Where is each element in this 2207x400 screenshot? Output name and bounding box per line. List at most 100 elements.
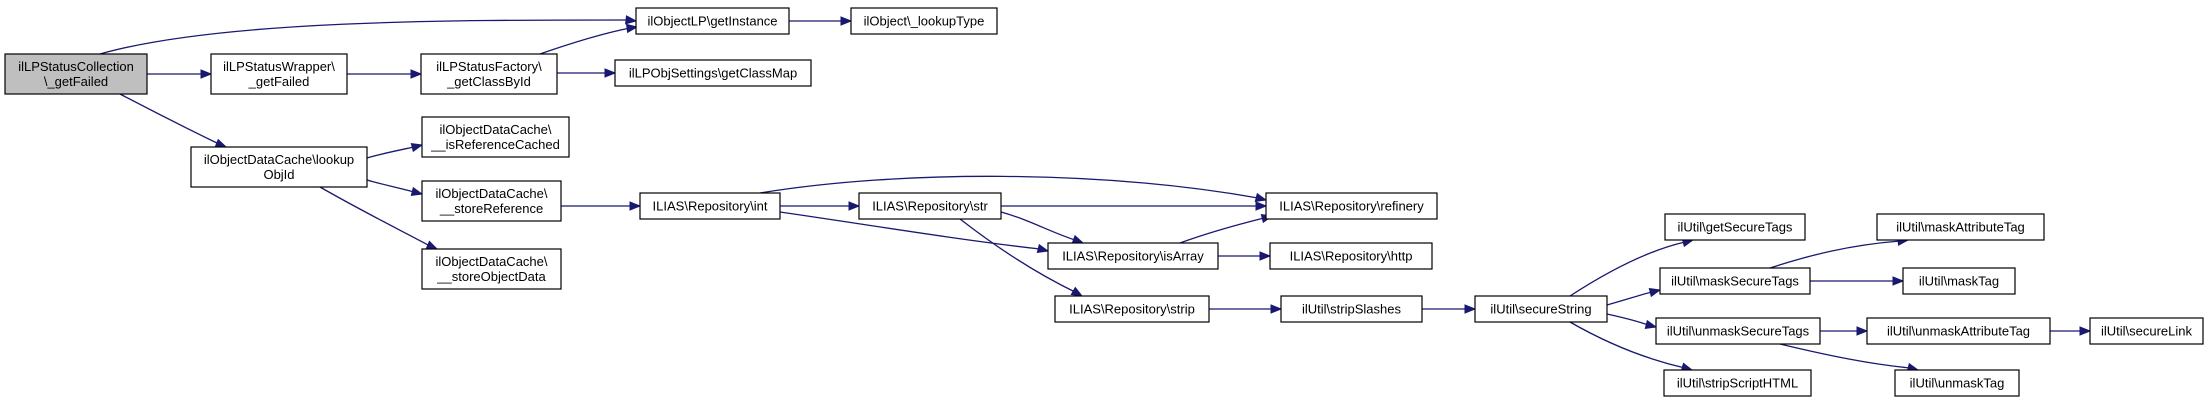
edge-unmasksecuretags-to-unmasktag <box>1779 343 1920 373</box>
node-box <box>1663 369 1812 397</box>
node-masktag[interactable]: ilUtil\maskTag <box>1902 267 2016 295</box>
node-label: ILIAS\Repository\str <box>872 199 988 214</box>
edge-wrapper-to-factory <box>347 69 423 79</box>
node-label: __isReferenceCached <box>430 137 560 152</box>
node-maskattr[interactable]: ilUtil\maskAttributeTag <box>1876 213 2045 241</box>
node-securestring[interactable]: ilUtil\secureString <box>1474 295 1608 323</box>
node-isrefcached[interactable]: ilObjectDataCache\__isReferenceCached <box>421 116 570 158</box>
node-int[interactable]: ILIAS\Repository\int <box>639 192 781 220</box>
node-label: ilUtil\unmaskAttributeTag <box>1887 324 2030 339</box>
node-label: ilUtil\unmaskSecureTags <box>1667 324 1810 339</box>
edge-arrowhead <box>1464 304 1477 314</box>
node-box <box>1659 267 1811 295</box>
edge-arrowhead <box>625 23 639 34</box>
node-strip[interactable]: ILIAS\Repository\strip <box>1054 295 1210 323</box>
edge-line <box>779 211 1041 250</box>
edge-securestring-to-masksecuretags <box>1606 287 1662 306</box>
edge-arrowhead <box>200 69 213 79</box>
edge-unmaskattr-to-securelink <box>2050 326 2092 336</box>
node-unmaskattr[interactable]: ilUtil\unmaskAttributeTag <box>1866 317 2051 345</box>
node-classmap[interactable]: ilLPObjSettings\getClassMap <box>614 59 812 87</box>
call-edges <box>99 15 2092 373</box>
node-label: ilUtil\unmaskTag <box>1910 376 2005 391</box>
edge-arrowhead <box>1270 304 1283 314</box>
node-label: ObjId <box>263 167 294 182</box>
node-masksecuretags[interactable]: ilUtil\maskSecureTags <box>1659 267 1811 295</box>
node-box <box>1655 317 1821 345</box>
node-http[interactable]: ILIAS\Repository\http <box>1269 242 1433 270</box>
node-label: ilObject\_lookupType <box>864 14 985 29</box>
edge-masksecuretags-to-masktag <box>1810 276 1905 286</box>
edge-line <box>539 27 631 55</box>
edge-stripslashes-to-securestring <box>1422 304 1477 314</box>
node-label: ilLPStatusFactory\ <box>436 59 542 74</box>
node-unmasksecuretags[interactable]: ilUtil\unmaskSecureTags <box>1655 317 1821 345</box>
edge-arrowhead <box>629 201 642 211</box>
edge-arrowhead <box>1892 276 1905 286</box>
node-lookuptype[interactable]: ilObject\_lookupType <box>850 7 998 35</box>
edge-line <box>959 218 1076 293</box>
node-wrapper[interactable]: ilLPStatusWrapper\_getFailed <box>210 53 348 95</box>
node-label: _getClassById <box>446 74 531 89</box>
edge-line <box>366 179 415 193</box>
node-label: ILIAS\Repository\http <box>1290 249 1413 264</box>
node-isarray[interactable]: ILIAS\Repository\isArray <box>1047 242 1219 270</box>
edge-root-to-lookupobjid <box>119 93 228 148</box>
node-box <box>421 180 562 222</box>
node-label: ilObjectDataCache\ <box>440 122 552 137</box>
node-label: ILIAS\Repository\refinery <box>1279 199 1424 214</box>
edge-line <box>366 146 415 159</box>
edge-line <box>1179 217 1265 244</box>
node-box <box>4 53 148 95</box>
edge-str-to-refinery <box>1001 201 1268 211</box>
node-storeobj[interactable]: ilObjectDataCache\__storeObjectData <box>421 248 562 290</box>
edge-line <box>1569 321 1686 369</box>
edge-arrowhead <box>604 68 617 78</box>
node-label: ilLPStatusCollection <box>18 59 134 74</box>
edge-root-to-wrapper <box>147 69 213 79</box>
edge-unmasksecuretags-to-unmaskattr <box>1820 326 1869 336</box>
node-label: \_getFailed <box>44 74 108 89</box>
node-label: __storeReference <box>439 201 543 216</box>
node-refinery[interactable]: ILIAS\Repository\refinery <box>1265 192 1438 220</box>
edge-storeref-to-int <box>561 201 642 211</box>
node-box <box>1876 213 2045 241</box>
edge-int-to-isarray <box>779 211 1050 254</box>
edge-arrowhead <box>625 15 638 25</box>
edge-line <box>1779 343 1911 369</box>
node-root[interactable]: ilLPStatusCollection\_getFailed <box>4 53 148 95</box>
node-securelink[interactable]: ilUtil\secureLink <box>2089 317 2204 345</box>
edge-arrowhead <box>410 186 424 197</box>
edge-arrowhead <box>1036 243 1050 254</box>
edge-arrowhead <box>1071 234 1085 244</box>
node-label: ilUtil\maskAttributeTag <box>1896 220 2025 235</box>
edge-isarray-to-refinery <box>1179 213 1274 244</box>
edge-arrowhead <box>1644 319 1658 330</box>
node-box <box>635 7 790 35</box>
edge-root-to-lpinst <box>99 15 638 55</box>
node-stripscripthtml[interactable]: ilUtil\stripScriptHTML <box>1663 369 1812 397</box>
node-label: ilLPObjSettings\getClassMap <box>629 66 797 81</box>
node-getsecuretags[interactable]: ilUtil\getSecureTags <box>1664 213 1806 241</box>
node-factory[interactable]: ilLPStatusFactory\_getClassById <box>420 53 558 95</box>
node-box <box>1894 369 2020 397</box>
call-nodes: ilLPStatusCollection\_getFailedilLPStatu… <box>4 7 2204 397</box>
edge-int-to-str <box>780 201 861 211</box>
edge-str-to-isarray <box>1000 211 1085 244</box>
node-label: ilObjectLP\getInstance <box>647 14 777 29</box>
node-stripslashes[interactable]: ilUtil\stripSlashes <box>1280 295 1423 323</box>
edge-arrowhead <box>1070 286 1084 297</box>
node-label: ilUtil\secureLink <box>2101 324 2193 339</box>
node-box <box>1280 295 1423 323</box>
node-label: ilUtil\getSecureTags <box>1678 220 1793 235</box>
node-storeref[interactable]: ilObjectDataCache\__storeReference <box>421 180 562 222</box>
node-box <box>190 146 368 188</box>
node-unmasktag[interactable]: ilUtil\unmaskTag <box>1894 369 2020 397</box>
node-box <box>1269 242 1433 270</box>
node-box <box>1054 295 1210 323</box>
node-box <box>1866 317 2051 345</box>
node-lpinst[interactable]: ilObjectLP\getInstance <box>635 7 790 35</box>
node-str[interactable]: ILIAS\Repository\str <box>858 192 1002 220</box>
